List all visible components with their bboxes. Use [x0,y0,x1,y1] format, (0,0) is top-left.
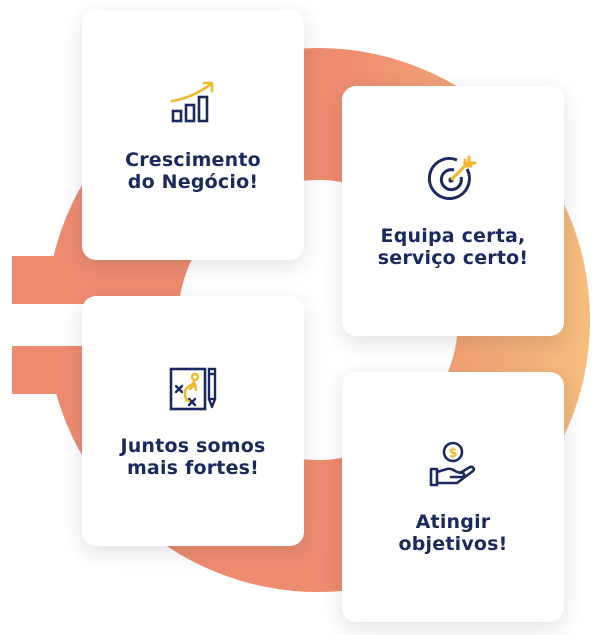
card-label-line-2: serviço certo! [377,247,529,269]
money-hand-icon: $ [429,441,476,487]
card-label-line-1: Crescimento [125,149,261,171]
card-label-line-2: do Negócio! [127,171,259,193]
card-label-line-1: Atingir [415,511,491,533]
card-label: Atingir objetivos! [398,511,507,555]
target-icon [427,155,477,200]
card-label: Juntos somos mais fortes! [120,435,265,479]
card-label-line-2: objetivos! [398,533,508,555]
card-label: Crescimento do Negócio! [125,149,261,193]
svg-text:$: $ [448,446,457,461]
card-label: Equipa certa, serviço certo! [378,225,529,269]
card-label-line-1: Juntos somos [120,435,266,457]
strategy-board-icon [169,367,217,411]
card-business-growth: Crescimento do Negócio! [82,10,304,260]
card-label-line-1: Equipa certa, [380,225,526,247]
card-reach-goals: $ Atingir objetivos! [342,372,564,622]
growth-chart-icon [170,81,214,123]
card-label-line-2: mais fortes! [126,457,260,479]
card-right-team: Equipa certa, serviço certo! [342,86,564,336]
card-together-stronger: Juntos somos mais fortes! [82,296,304,546]
